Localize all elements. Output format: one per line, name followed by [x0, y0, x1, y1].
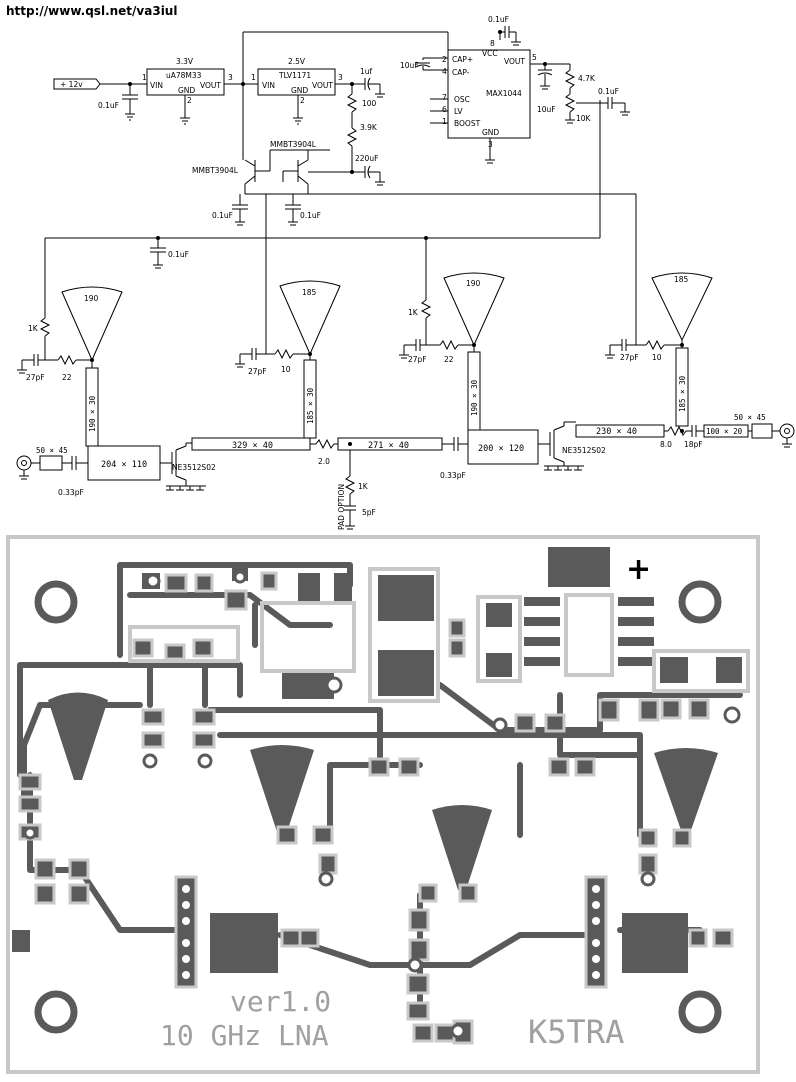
r1k-a-label: 1K [28, 324, 39, 333]
q2-label: MMBT3904L [270, 140, 317, 149]
r39k-label: 3.9K [360, 123, 378, 132]
c-b1-label: 0.1uF [212, 211, 233, 220]
max-pin6: 6 [442, 105, 447, 114]
c27-4-label: 27pF [620, 353, 639, 362]
max-capp: CAP+ [452, 55, 473, 64]
reg1-vout: VOUT [200, 81, 221, 90]
reg2-name: TLV1171 [278, 71, 311, 80]
max-gnd: GND [482, 128, 499, 137]
c-in-label: 0.1uF [98, 101, 119, 110]
fet1-label: NE3512S02 [172, 463, 216, 472]
c27-2-label: 27pF [248, 367, 267, 376]
mounting-holes [34, 580, 722, 1034]
c-b2-label: 0.1uF [300, 211, 321, 220]
max-pin3: 3 [488, 140, 493, 149]
c5p-label: 5pF [362, 508, 376, 517]
reg2-vout: VOUT [312, 81, 333, 90]
c27-1-label: 27pF [26, 373, 45, 382]
line-329-label: 329 × 40 [232, 441, 273, 451]
reg1-voltage: 3.3V [176, 57, 194, 66]
max-pin5: 5 [532, 53, 537, 62]
pcb-layout: + [0, 535, 796, 1082]
reg2-gnd: GND [291, 86, 308, 95]
line-100-label: 100 × 20 [706, 427, 743, 436]
c-top-label: 0.1uF [488, 15, 509, 24]
pad-option-label: PAD OPTION [337, 484, 346, 530]
max-boost: BOOST [454, 119, 481, 128]
in-line-label: 50 × 45 [36, 446, 68, 455]
max-pin7: 7 [442, 93, 447, 102]
line-230-label: 230 × 40 [596, 427, 637, 437]
designer-callsign: K5TRA [528, 1013, 624, 1051]
fet2-label: NE3512S02 [562, 446, 606, 455]
r10-2-label: 10 [652, 353, 662, 362]
out-line-label: 50 × 45 [734, 413, 766, 422]
max-c-pump: 10uF [400, 61, 419, 70]
q1-label: MMBT3904L [192, 166, 239, 175]
r10-1-label: 10 [281, 365, 291, 374]
reg1-pin-gnd: 2 [187, 96, 192, 105]
c033-1-label: 0.33pF [58, 488, 84, 497]
reg1-pin-out: 3 [228, 73, 233, 82]
max-pin4: 4 [442, 67, 447, 76]
reg2-voltage: 2.5V [288, 57, 306, 66]
plus-marker: + [626, 552, 651, 587]
c-out2-label: 1uf [360, 67, 373, 76]
max-pot: 10K [576, 114, 592, 123]
stub4-label: 185 [674, 275, 689, 284]
r1k-pad-label: 1K [358, 482, 369, 491]
c27-3-label: 27pF [408, 355, 427, 364]
match1-label: 204 × 110 [101, 460, 147, 470]
max-vout: VOUT [504, 57, 525, 66]
reg1-gnd: GND [178, 86, 195, 95]
max-name: MAX1044 [486, 89, 522, 98]
line-s4-label: 185 × 30 [678, 375, 687, 412]
schematic: + 12v 0.1uF 3.3V uA78M33 VIN VOUT GND 1 … [16, 15, 795, 530]
version-label: ver1.0 [230, 985, 331, 1018]
r80-label: 8.0 [660, 440, 672, 449]
reg2-vin: VIN [262, 81, 275, 90]
reg1-name: uA78M33 [166, 71, 202, 80]
reg2-pin-out: 3 [338, 73, 343, 82]
max-lv: LV [454, 107, 463, 116]
match2-label: 200 × 120 [478, 444, 524, 454]
reg1-vin: VIN [150, 81, 163, 90]
r20-label: 2.0 [318, 457, 330, 466]
board-title: 10 GHz LNA [160, 1019, 329, 1052]
c18-label: 18pF [684, 440, 703, 449]
via-strips [174, 875, 608, 989]
c033-2-label: 0.33pF [440, 471, 466, 480]
max-c-wiper: 0.1uF [598, 87, 619, 96]
line-s1-label: 190 × 30 [88, 395, 97, 432]
r22-1-label: 22 [62, 373, 72, 382]
r22-2-label: 22 [444, 355, 454, 364]
input-label: + 12v [60, 80, 83, 89]
stub3-label: 190 [466, 279, 481, 288]
reg1-pin-in: 1 [142, 73, 147, 82]
line-s2-label: 185 × 30 [306, 387, 315, 424]
source-url: http://www.qsl.net/va3iul [6, 4, 178, 18]
stub1-label: 190 [84, 294, 99, 303]
line-s3-label: 190 × 30 [470, 379, 479, 416]
stub2-label: 185 [302, 288, 317, 297]
max-pin1: 1 [442, 117, 447, 126]
c220-label: 220uF [355, 154, 378, 163]
max-pin2: 2 [442, 55, 447, 64]
line-271-label: 271 × 40 [368, 441, 409, 451]
max-osc: OSC [454, 95, 470, 104]
reg2-pin-gnd: 2 [300, 96, 305, 105]
r100-label: 100 [362, 99, 377, 108]
max-capm: CAP- [452, 68, 470, 77]
r1k-b-label: 1K [408, 308, 419, 317]
max-r47k: 4.7K [578, 74, 596, 83]
max-vcc: VCC [482, 49, 498, 58]
max-c-out: 10uF [537, 105, 556, 114]
max-pin8: 8 [490, 39, 495, 48]
c-rail-label: 0.1uF [168, 250, 189, 259]
reg2-pin-in: 1 [251, 73, 256, 82]
smd-components [18, 570, 741, 1045]
